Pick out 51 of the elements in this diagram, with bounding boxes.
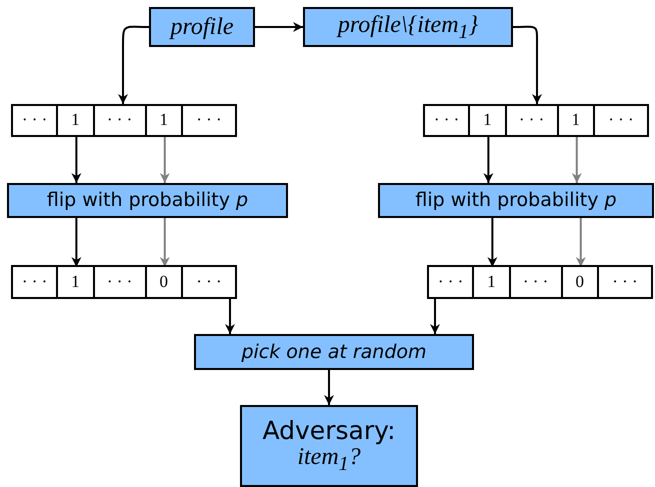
arrow: [71, 218, 82, 267]
bit-array-bar: [427, 265, 653, 299]
box-label: flip with probability p: [415, 190, 617, 211]
arrow: [225, 299, 235, 334]
box-label: profile\{item$_{1}$}: [338, 12, 478, 42]
arrow: [160, 218, 170, 267]
arrow: [118, 26, 150, 104]
arrow: [487, 218, 498, 267]
cell-value: · · ·: [608, 111, 634, 130]
cell-value: · · ·: [22, 111, 48, 130]
cell-value: · · ·: [612, 272, 638, 292]
cell-value: 0: [576, 272, 584, 292]
process-box: [7, 183, 288, 218]
box-label: flip with probability p: [46, 190, 248, 211]
arrow: [160, 135, 170, 183]
arrow: [255, 22, 303, 32]
process-box: [194, 334, 474, 370]
cell-value: · · ·: [22, 272, 48, 292]
box-label: pick one at random: [241, 342, 427, 362]
output-box: [240, 405, 418, 487]
box-label: profile: [170, 14, 234, 40]
cell-value: 1: [71, 272, 80, 292]
arrow: [71, 135, 82, 183]
process-box: [149, 7, 255, 47]
cell-value: 1: [71, 111, 80, 130]
cell-value: 0: [160, 272, 168, 292]
arrow: [576, 218, 586, 267]
box-label: Adversary:: [262, 416, 396, 444]
cell-value: · · ·: [106, 272, 132, 292]
arrow: [324, 370, 334, 405]
cell-value: 1: [160, 111, 168, 130]
process-box: [378, 183, 654, 218]
arrow: [483, 135, 494, 183]
bit-array-bar: [423, 104, 649, 137]
cell-value: · · ·: [106, 111, 132, 130]
cell-value: · · ·: [522, 272, 548, 292]
cell-value: · · ·: [438, 272, 464, 292]
cell-value: 1: [572, 111, 580, 130]
process-box: [303, 7, 513, 47]
cell-value: · · ·: [518, 111, 544, 130]
box-label: item$_{1}$?: [297, 444, 361, 476]
cell-value: · · ·: [196, 272, 222, 292]
arrow: [512, 26, 542, 104]
bit-array-bar: [11, 265, 237, 299]
arrow: [430, 299, 440, 334]
arrow: [572, 135, 582, 183]
bit-array-bar: [11, 104, 237, 137]
cell-value: 1: [487, 272, 496, 292]
cell-value: · · ·: [196, 111, 222, 130]
cell-value: · · ·: [434, 111, 460, 130]
cell-value: 1: [483, 111, 492, 130]
